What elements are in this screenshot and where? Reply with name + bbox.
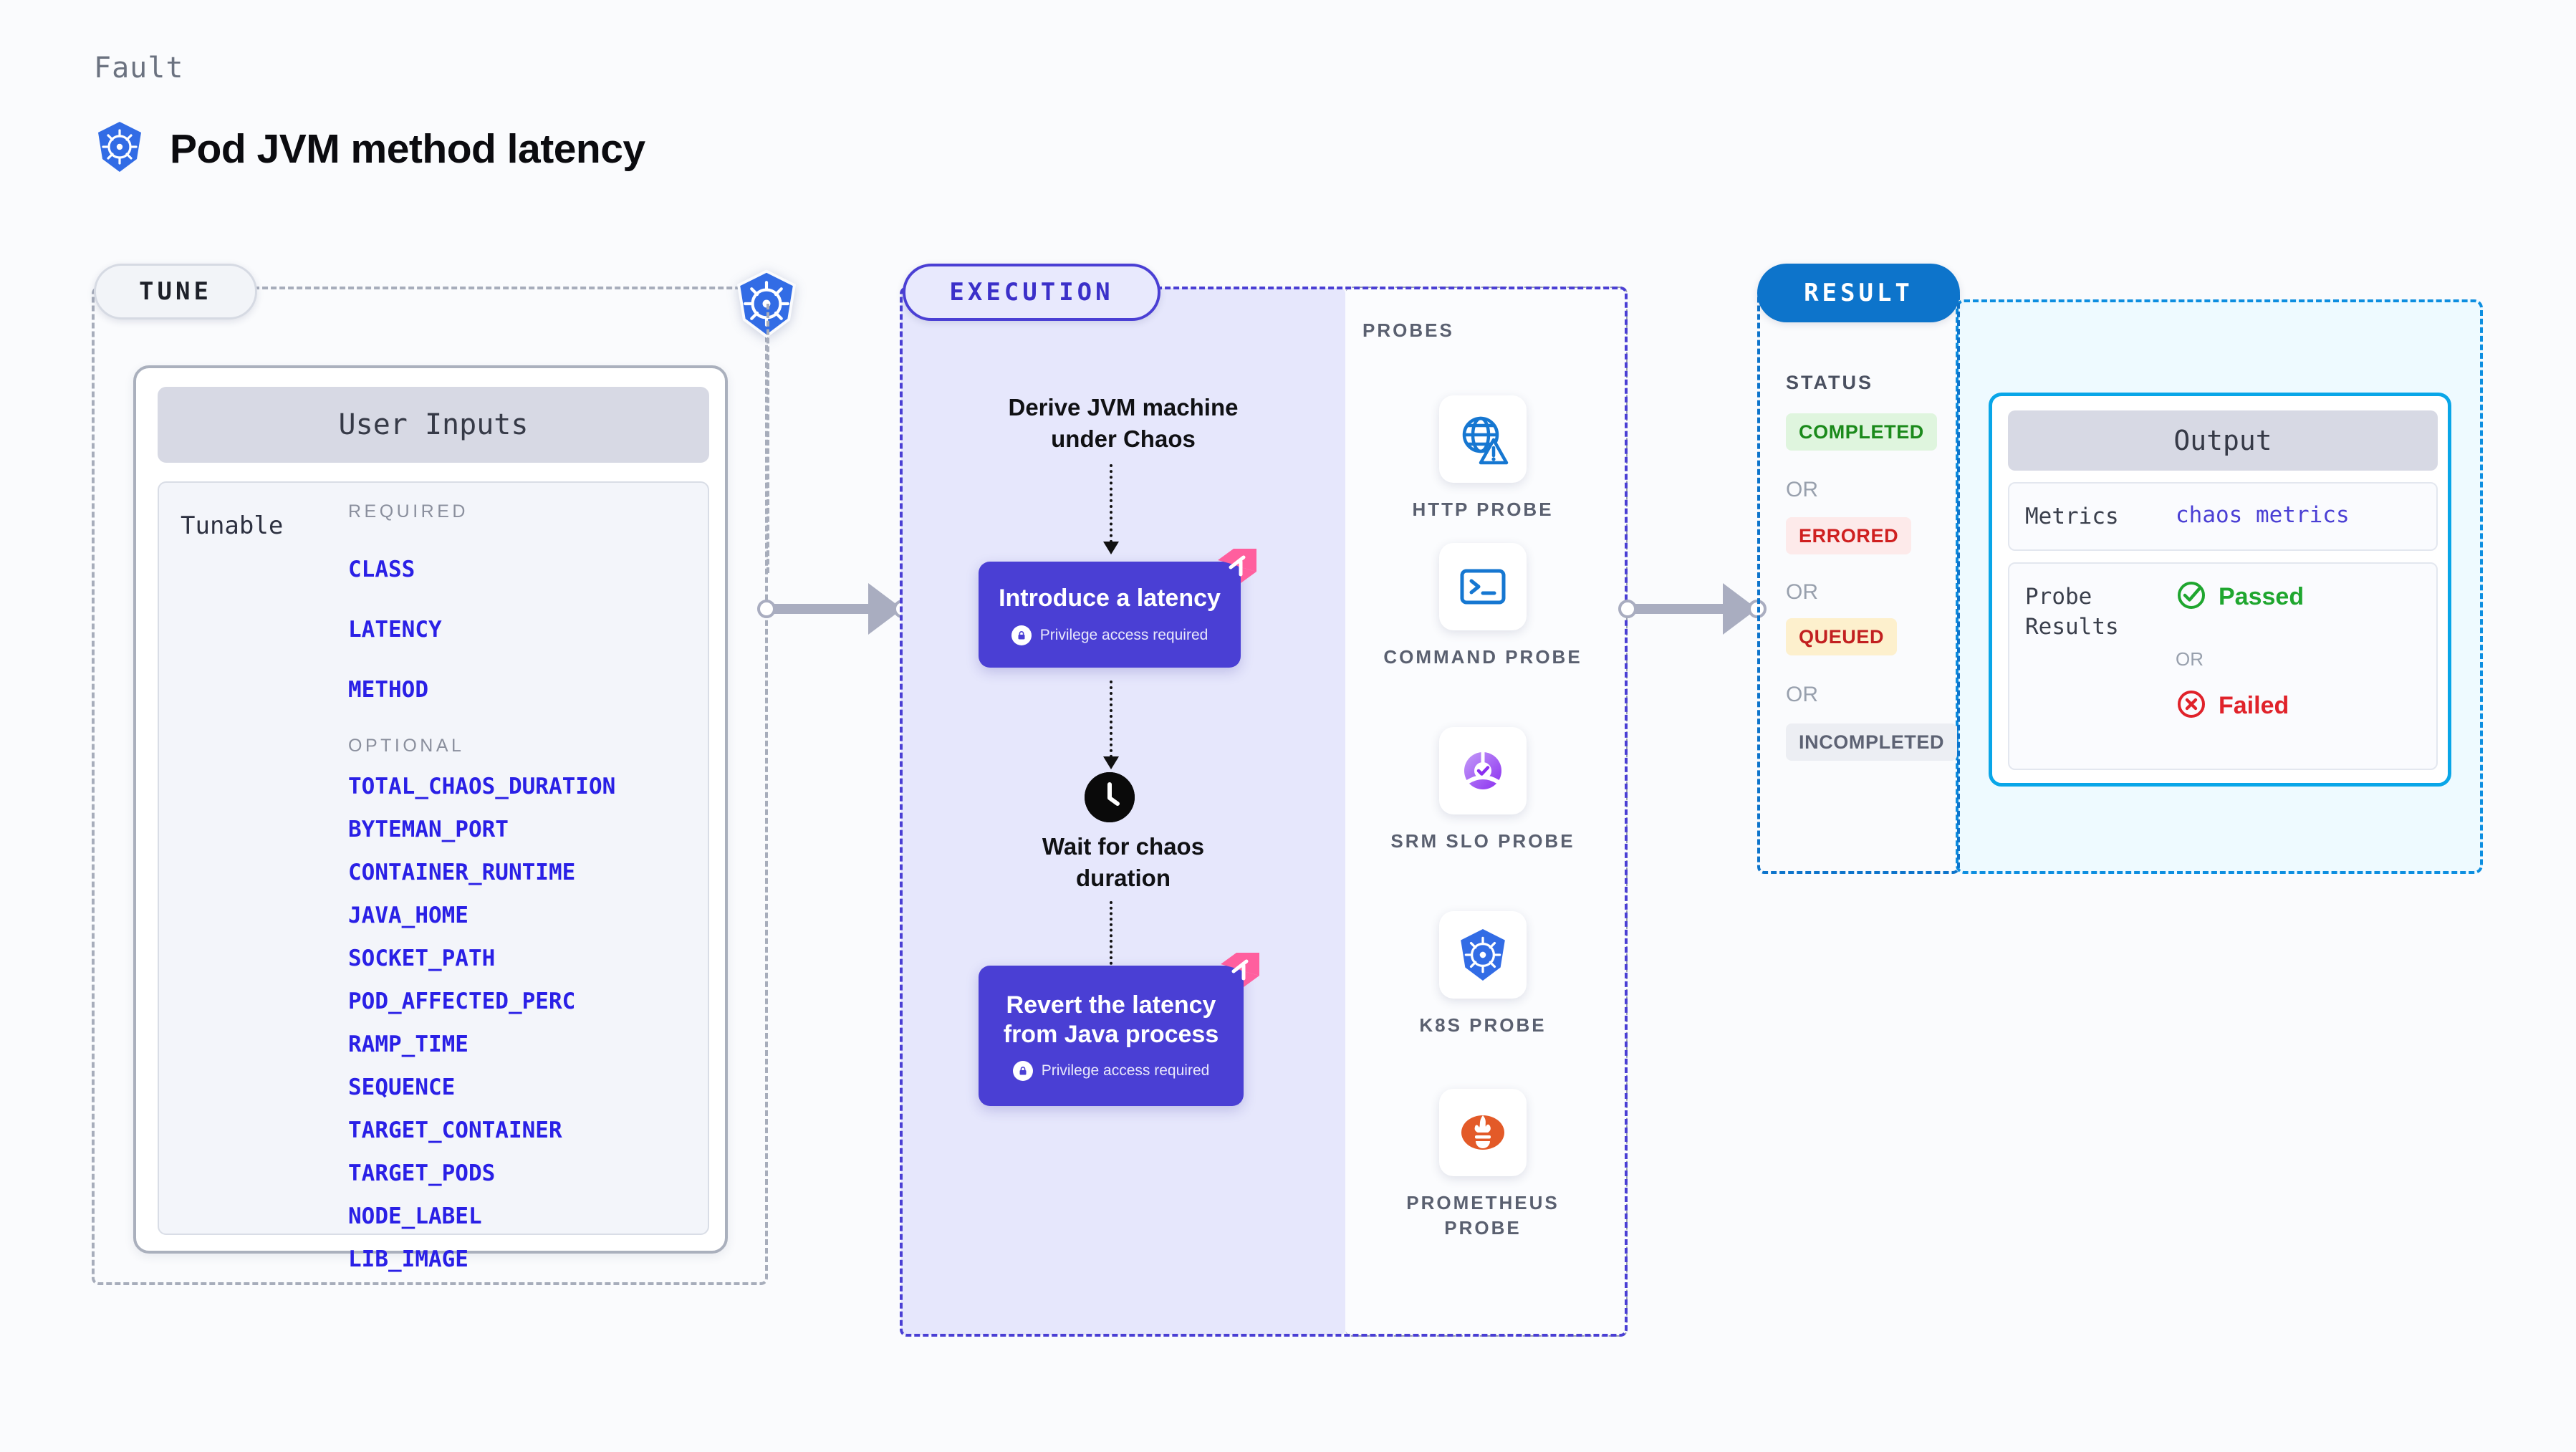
tunable-params: REQUIRED CLASS LATENCY METHOD OPTIONAL T…: [348, 501, 692, 1272]
status-or-1: OR: [1786, 478, 1818, 501]
page-header: Pod JVM method latency: [94, 120, 645, 177]
kubernetes-icon: [94, 120, 145, 177]
connector-tune-to-execution: [757, 580, 912, 638]
lock-icon: [1011, 625, 1032, 645]
param-latency[interactable]: LATENCY: [348, 617, 442, 643]
probe-command[interactable]: COMMAND PROBE: [1375, 543, 1590, 670]
privilege-row-1: Privilege access required: [1011, 625, 1208, 645]
privilege-row-2: Privilege access required: [1012, 1061, 1210, 1082]
param-java-home[interactable]: JAVA_HOME: [348, 903, 468, 928]
execution-box-introduce-latency[interactable]: Introduce a latency Privilege access req…: [979, 549, 1256, 668]
execution-arrow-1-head: [1103, 542, 1119, 554]
execution-arrow-3: [1110, 901, 1112, 981]
tune-chip[interactable]: TUNE: [94, 264, 257, 319]
status-or-2: OR: [1786, 580, 1818, 604]
probe-prometheus-label: PROMETHEUS PROBE: [1406, 1192, 1559, 1239]
execution-arrow-1: [1110, 464, 1112, 543]
execution-panel: [900, 287, 1628, 1337]
probe-http[interactable]: HTTP PROBE: [1375, 395, 1590, 522]
passed-label: Passed: [2219, 583, 2305, 610]
x-circle-icon: [2176, 688, 2207, 723]
param-node-label[interactable]: NODE_LABEL: [348, 1203, 482, 1229]
page-title: Pod JVM method latency: [170, 125, 645, 172]
probe-http-label: HTTP PROBE: [1412, 499, 1554, 520]
execution-arrow-2-head: [1103, 756, 1119, 769]
execution-box-1-title: Introduce a latency: [999, 585, 1221, 612]
param-container-runtime[interactable]: CONTAINER_RUNTIME: [348, 860, 576, 885]
metrics-key: Metrics: [2025, 504, 2119, 529]
param-lib-image[interactable]: LIB_IMAGE: [348, 1246, 468, 1272]
probe-srm-slo[interactable]: SRM SLO PROBE: [1375, 727, 1590, 854]
execution-step1-text: Derive JVM machine under Chaos: [1008, 394, 1239, 452]
result-chip[interactable]: RESULT: [1757, 264, 1960, 322]
param-sequence[interactable]: SEQUENCE: [348, 1074, 456, 1100]
probe-k8s-label: K8S PROBE: [1419, 1014, 1547, 1036]
globe-warning-icon: [1439, 395, 1527, 483]
kubernetes-icon: [1439, 911, 1527, 999]
execution-chip[interactable]: EXECUTION: [903, 264, 1160, 321]
terminal-icon: [1439, 543, 1527, 630]
param-class[interactable]: CLASS: [348, 557, 415, 582]
harness-logo-icon: [1218, 950, 1262, 990]
check-circle-icon: [2176, 580, 2207, 615]
output-row-probe-results: Probe Results Passed OR: [2008, 562, 2438, 770]
param-byteman-port[interactable]: BYTEMAN_PORT: [348, 817, 509, 842]
required-label: REQUIRED: [348, 501, 468, 521]
tune-panel: [92, 287, 768, 1285]
execution-arrow-2: [1110, 681, 1112, 758]
metrics-value-link[interactable]: chaos metrics: [2176, 502, 2350, 528]
param-target-container[interactable]: TARGET_CONTAINER: [348, 1117, 562, 1143]
output-card: Output Metrics chaos metrics Probe Resul…: [1989, 393, 2451, 787]
execution-box-1-privilege: Privilege access required: [1039, 626, 1208, 643]
param-target-pods[interactable]: TARGET_PODS: [348, 1160, 496, 1186]
user-inputs-card: User Inputs Tunable REQUIRED CLASS LATEN…: [133, 365, 728, 1272]
execution-box-2-title: Revert the latency from Java process: [1003, 991, 1219, 1048]
probe-prometheus[interactable]: PROMETHEUS PROBE: [1375, 1089, 1590, 1241]
status-or-3: OR: [1786, 683, 1818, 706]
probes-label: PROBES: [1363, 319, 1454, 341]
harness-logo-icon: [1215, 546, 1259, 586]
execution-box-2-privilege: Privilege access required: [1041, 1062, 1210, 1080]
status-badge-queued: QUEUED: [1786, 618, 1898, 655]
probe-result-passed: Passed: [2176, 580, 2304, 615]
param-pod-affected-perc[interactable]: POD_AFFECTED_PERC: [348, 989, 576, 1014]
param-ramp-time[interactable]: RAMP_TIME: [348, 1032, 468, 1057]
tunable-section: Tunable REQUIRED CLASS LATENCY METHOD OP…: [158, 481, 709, 1272]
probe-command-label: COMMAND PROBE: [1383, 646, 1582, 668]
page-eyebrow: Fault: [94, 52, 184, 85]
connector-execution-to-result: [1618, 580, 1767, 638]
execution-box-revert-latency[interactable]: Revert the latency from Java process Pri…: [979, 953, 1259, 1106]
param-method[interactable]: METHOD: [348, 677, 428, 703]
output-title: Output: [2008, 410, 2438, 471]
execution-wait-text: Wait for chaos duration: [1042, 833, 1205, 891]
status-badge-completed: COMPLETED: [1786, 413, 1937, 451]
tune-k8s-connector: [766, 304, 769, 573]
param-socket-path[interactable]: SOCKET_PATH: [348, 946, 496, 971]
clock-icon: [1085, 772, 1135, 822]
status-badge-errored: ERRORED: [1786, 517, 1912, 554]
probe-result-or: OR: [2176, 648, 2203, 670]
slo-donut-check-icon: [1439, 727, 1527, 814]
output-row-metrics: Metrics chaos metrics: [2008, 482, 2438, 551]
tunable-label: Tunable: [181, 511, 284, 540]
probe-result-failed: Failed: [2176, 688, 2289, 723]
probe-srm-slo-label: SRM SLO PROBE: [1390, 830, 1575, 852]
user-inputs-title: User Inputs: [158, 387, 709, 463]
param-total-chaos-duration[interactable]: TOTAL_CHAOS_DURATION: [348, 774, 616, 799]
status-label: STATUS: [1786, 372, 1873, 393]
status-badge-incompleted: INCOMPLETED: [1786, 723, 1958, 761]
probe-results-key: Probe Results: [2025, 584, 2119, 640]
prometheus-flame-icon: [1439, 1089, 1527, 1176]
optional-label: OPTIONAL: [348, 736, 465, 756]
probe-k8s[interactable]: K8S PROBE: [1375, 911, 1590, 1038]
failed-label: Failed: [2219, 692, 2289, 719]
lock-icon: [1012, 1061, 1033, 1082]
